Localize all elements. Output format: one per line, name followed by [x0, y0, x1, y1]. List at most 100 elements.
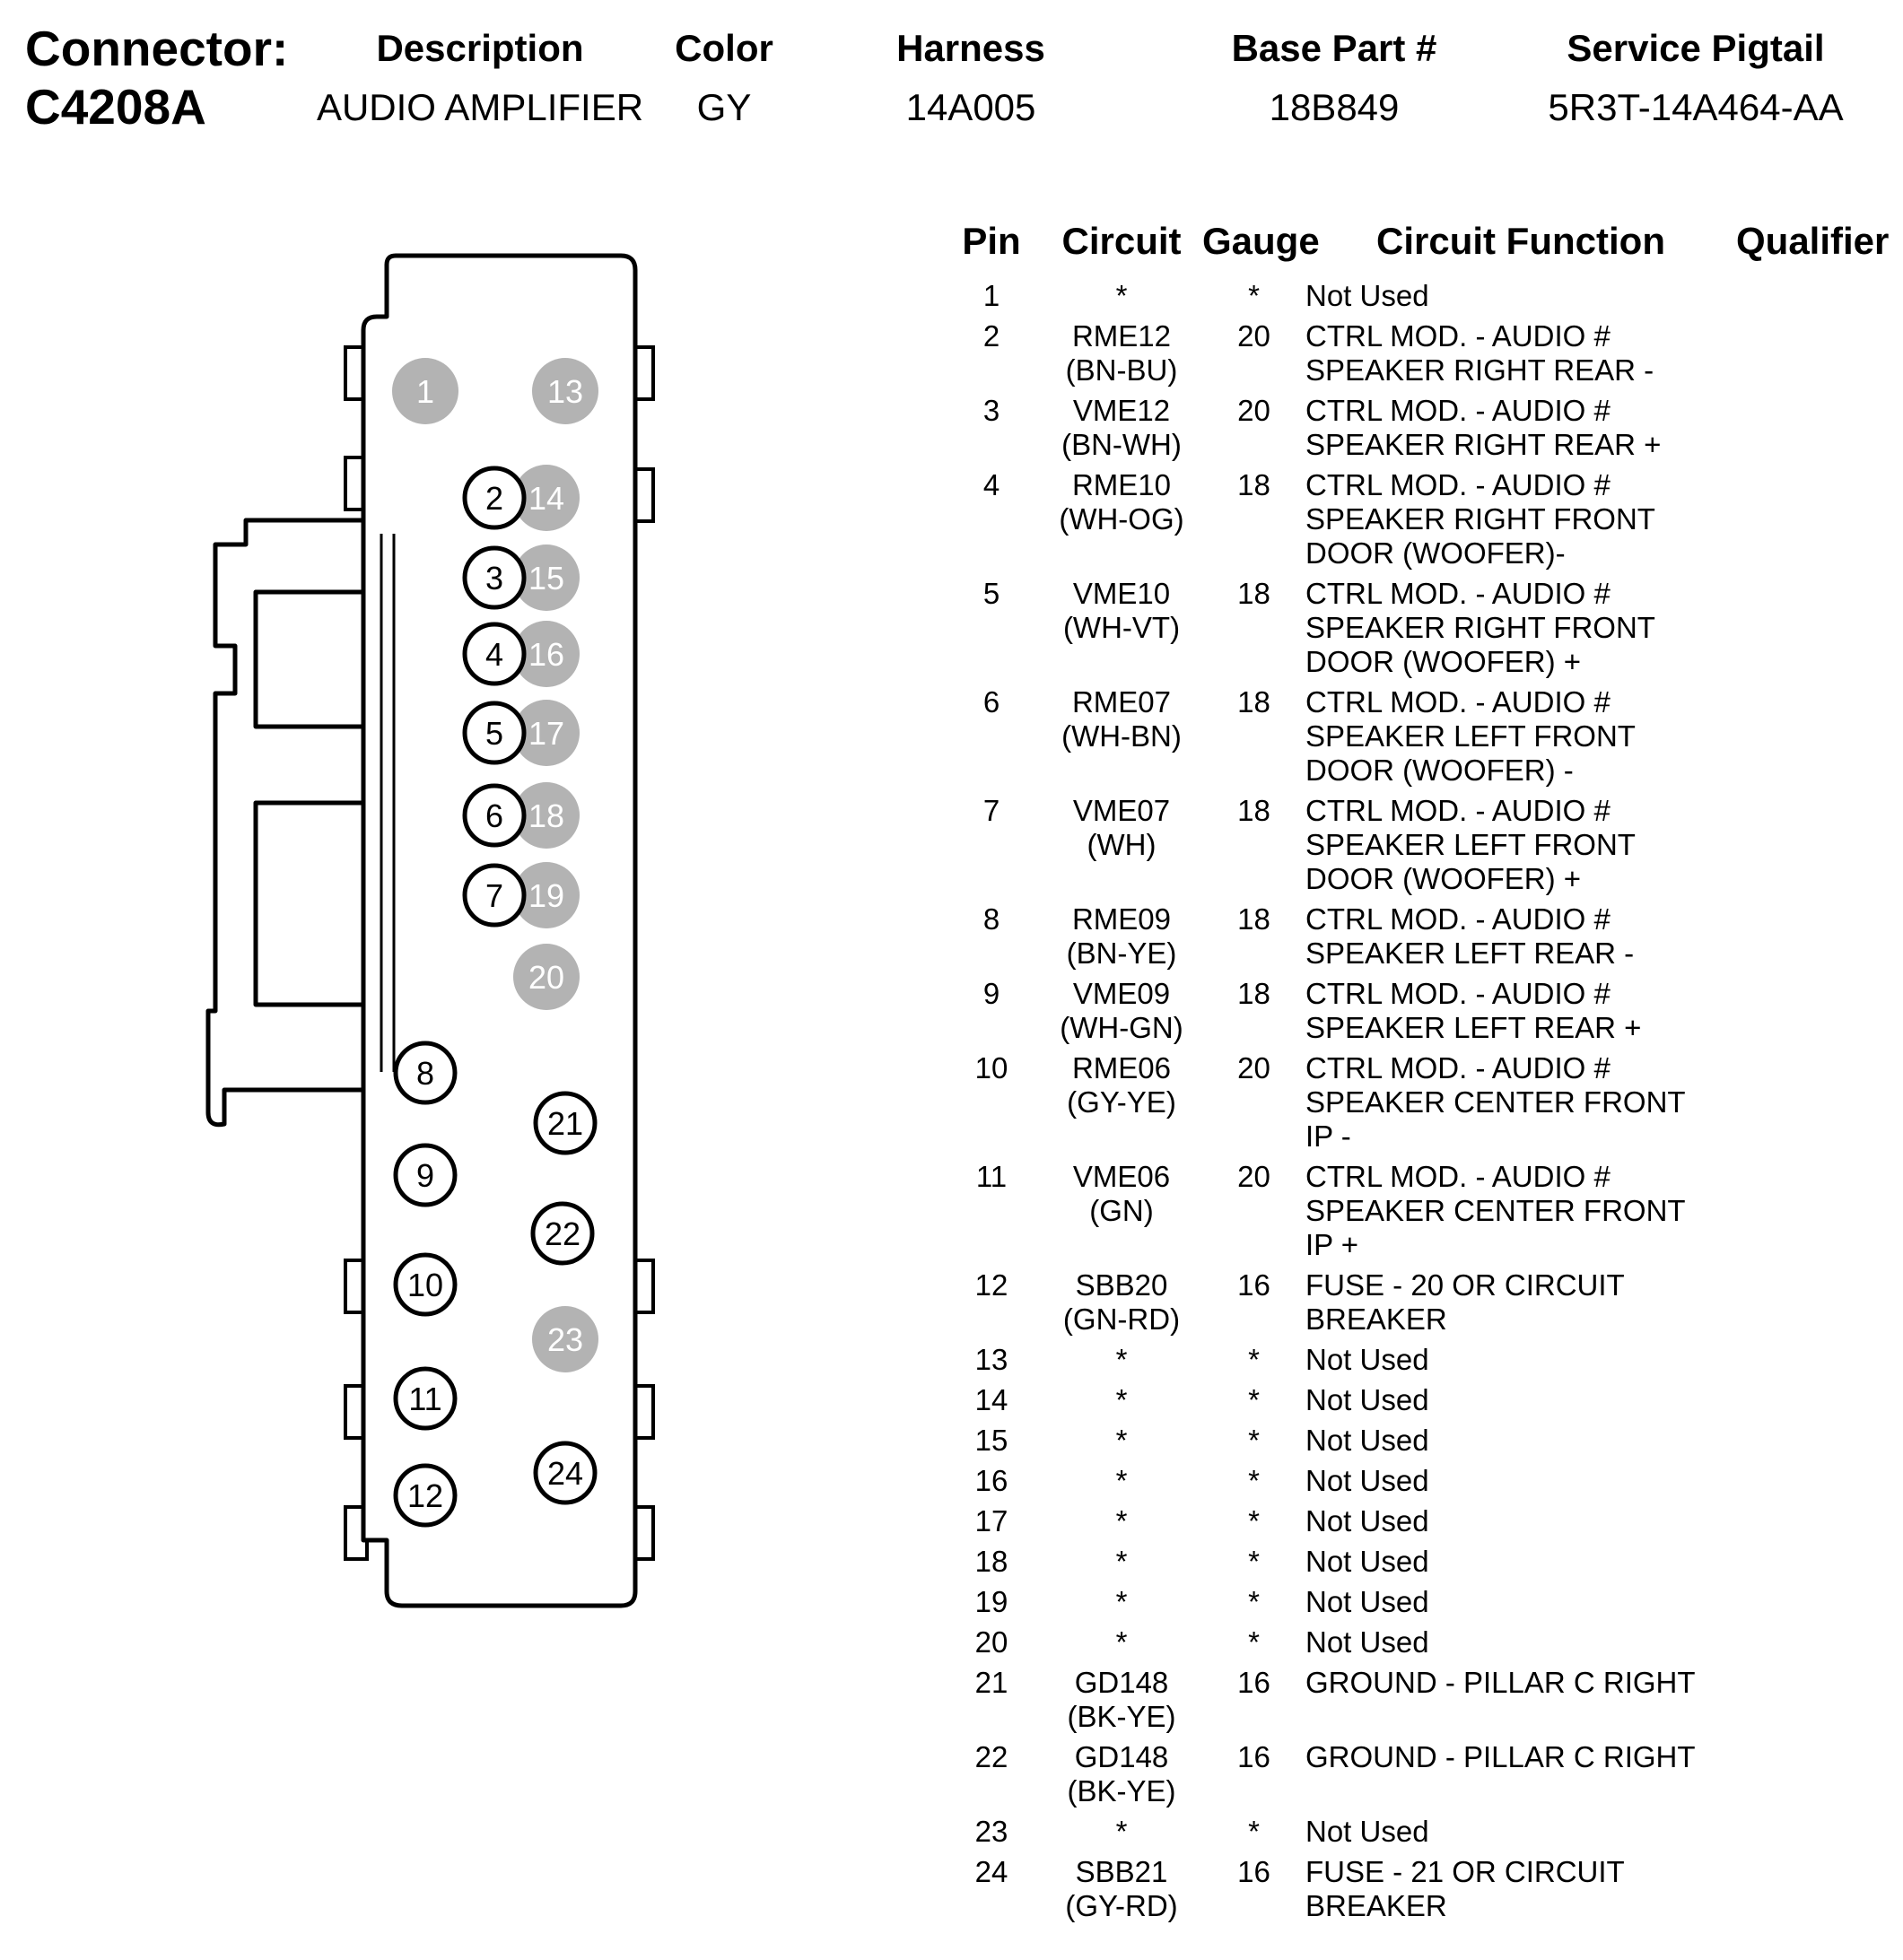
cell-gauge: 20 — [1237, 1051, 1270, 1085]
table-row: 20**Not Used — [942, 1625, 1898, 1659]
field-base-part-label: Base Part # — [1231, 27, 1437, 69]
pin-3: 3 — [462, 545, 527, 610]
pin-24: 24 — [533, 1441, 598, 1505]
cell-qualifier — [1736, 1625, 1884, 1659]
cell-gauge: 18 — [1237, 468, 1270, 501]
cell-function: FUSE - 21 OR CIRCUIT BREAKER — [1305, 1855, 1625, 1922]
table-row: 15**Not Used — [942, 1424, 1898, 1458]
svg-text:6: 6 — [485, 797, 503, 834]
pin-21: 21 — [533, 1091, 598, 1155]
field-service-pigtail-label: Service Pigtail — [1567, 27, 1825, 69]
cell-qualifier — [1736, 1855, 1884, 1923]
cell-function: CTRL MOD. - AUDIO # SPEAKER LEFT FRONT D… — [1305, 685, 1636, 787]
pin-18: 18 — [513, 782, 580, 849]
svg-text:15: 15 — [528, 560, 564, 597]
svg-text:14: 14 — [528, 480, 564, 517]
cell-pin: 16 — [974, 1464, 1008, 1497]
cell-qualifier — [1736, 1666, 1884, 1734]
connector-title: Connector: C4208A — [25, 20, 288, 136]
pin-23: 23 — [532, 1306, 598, 1372]
field-harness: Harness 14A005 — [896, 27, 1045, 129]
pin-13: 13 — [532, 358, 598, 424]
table-row: 19**Not Used — [942, 1585, 1898, 1619]
cell-circuit: * — [1115, 1424, 1128, 1457]
cell-qualifier — [1736, 1383, 1884, 1417]
cell-pin: 23 — [974, 1815, 1008, 1848]
cell-circuit: RME06 (GY-YE) — [1067, 1051, 1176, 1119]
field-service-pigtail-value: 5R3T-14A464-AA — [1548, 86, 1844, 128]
pinout-table: Pin Circuit Gauge Circuit Function Quali… — [942, 220, 1898, 1930]
cell-gauge: 16 — [1237, 1855, 1270, 1888]
cell-qualifier — [1736, 394, 1884, 462]
svg-text:13: 13 — [547, 373, 583, 410]
cell-circuit: RME12 (BN-BU) — [1065, 319, 1178, 387]
cell-circuit: * — [1115, 1545, 1128, 1578]
cell-circuit: GD148 (BK-YE) — [1067, 1666, 1176, 1733]
field-color: Color GY — [675, 27, 773, 129]
cell-function: CTRL MOD. - AUDIO # SPEAKER RIGHT REAR + — [1305, 394, 1662, 461]
cell-pin: 1 — [982, 279, 1000, 312]
cell-function: GROUND - PILLAR C RIGHT — [1305, 1666, 1696, 1699]
svg-text:5: 5 — [485, 715, 503, 752]
table-row: 16**Not Used — [942, 1464, 1898, 1498]
field-harness-value: 14A005 — [905, 86, 1036, 128]
svg-text:16: 16 — [528, 636, 564, 673]
cell-function: CTRL MOD. - AUDIO # SPEAKER RIGHT REAR - — [1305, 319, 1654, 387]
table-row: 18**Not Used — [942, 1545, 1898, 1579]
cell-gauge: 18 — [1237, 794, 1270, 827]
pin-8: 8 — [393, 1041, 458, 1105]
svg-text:18: 18 — [528, 797, 564, 834]
cell-pin: 11 — [975, 1160, 1008, 1193]
cell-gauge: 20 — [1237, 319, 1270, 353]
field-color-value: GY — [696, 86, 752, 128]
cell-pin: 12 — [974, 1268, 1008, 1302]
table-row: 17**Not Used — [942, 1504, 1898, 1538]
cell-qualifier — [1736, 1545, 1884, 1579]
cell-pin: 5 — [982, 577, 1000, 610]
col-header-pin: Pin — [962, 220, 1021, 262]
pin-20: 20 — [513, 944, 580, 1010]
cell-gauge: 16 — [1237, 1740, 1270, 1773]
cell-qualifier — [1736, 1343, 1884, 1377]
pin-14: 14 — [513, 465, 580, 531]
col-header-qualifier: Qualifier — [1736, 220, 1890, 262]
cell-function: Not Used — [1305, 279, 1429, 312]
cell-qualifier — [1736, 279, 1884, 313]
pin-6: 6 — [462, 783, 527, 848]
pin-4: 4 — [462, 622, 527, 686]
svg-text:19: 19 — [528, 877, 564, 914]
cell-qualifier — [1736, 468, 1884, 571]
connector-inner-ribs — [380, 534, 396, 1072]
field-description-value: AUDIO AMPLIFIER — [316, 86, 644, 128]
cell-qualifier — [1736, 1740, 1884, 1808]
pin-11: 11 — [393, 1366, 458, 1431]
field-base-part: Base Part # 18B849 — [1232, 27, 1437, 129]
cell-qualifier — [1736, 977, 1884, 1045]
cell-qualifier — [1736, 1160, 1884, 1262]
cell-function: CTRL MOD. - AUDIO # SPEAKER RIGHT FRONT … — [1305, 577, 1655, 678]
table-row: 14**Not Used — [942, 1383, 1898, 1417]
cell-function: Not Used — [1305, 1545, 1429, 1578]
cell-pin: 4 — [982, 468, 1000, 501]
pin-7: 7 — [462, 863, 527, 928]
cell-qualifier — [1736, 1268, 1884, 1337]
cell-function: CTRL MOD. - AUDIO # SPEAKER LEFT FRONT D… — [1305, 794, 1636, 895]
cell-pin: 22 — [974, 1740, 1008, 1773]
pin-12: 12 — [393, 1463, 458, 1528]
cell-pin: 17 — [974, 1504, 1008, 1538]
field-harness-label: Harness — [896, 27, 1045, 69]
cell-gauge: 16 — [1237, 1268, 1270, 1302]
cell-circuit: * — [1115, 1464, 1128, 1497]
pin-22: 22 — [530, 1201, 595, 1266]
cell-qualifier — [1736, 685, 1884, 788]
pin-15: 15 — [513, 544, 580, 611]
svg-text:10: 10 — [407, 1267, 443, 1303]
cell-qualifier — [1736, 1815, 1884, 1849]
pin-1: 1 — [392, 358, 458, 424]
